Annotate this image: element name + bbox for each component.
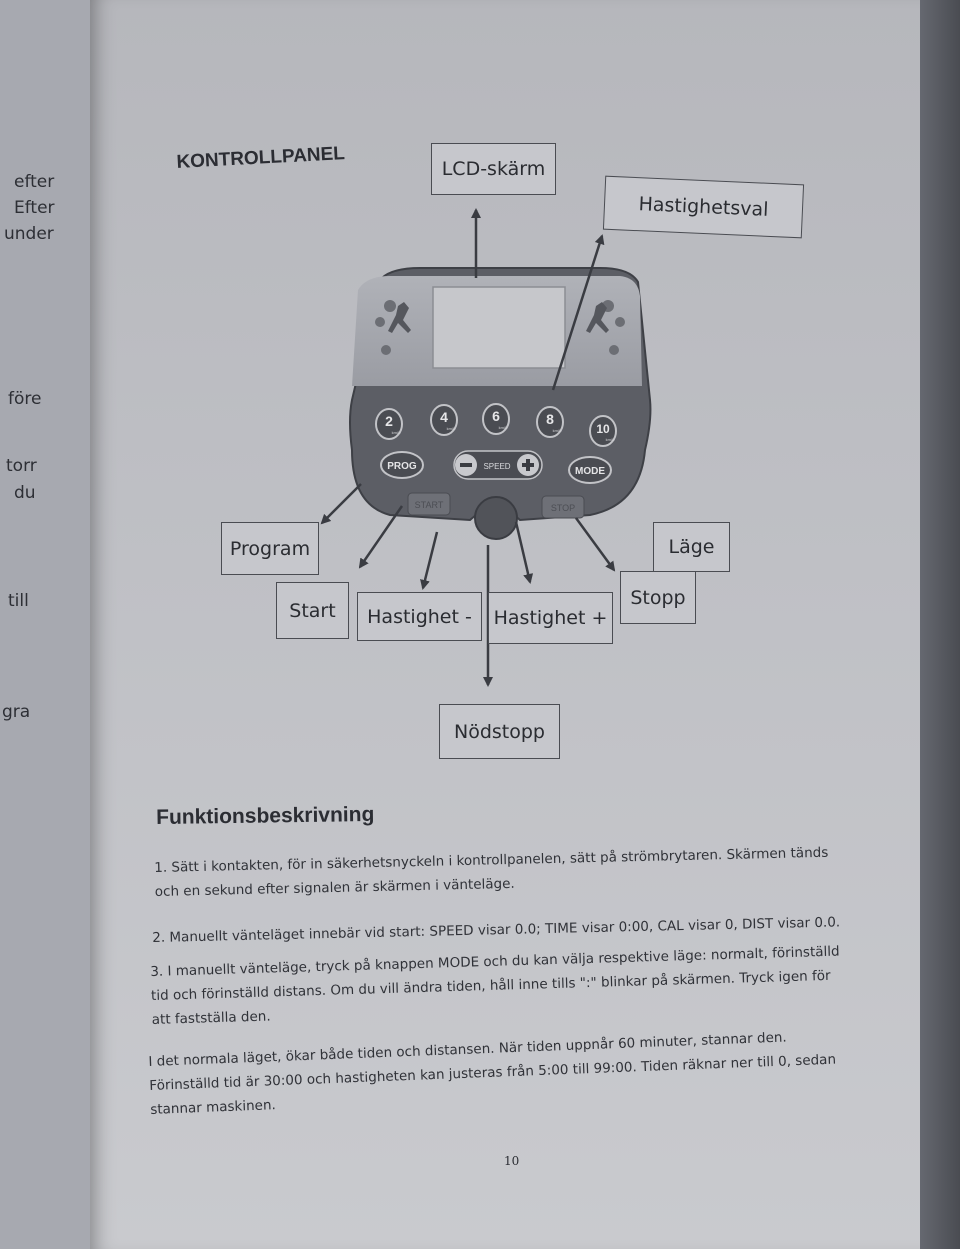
safety-key [474, 496, 518, 540]
speed-preset-label: 2 [385, 413, 393, 429]
callout-arrows [320, 208, 616, 687]
speed-label: SPEED [483, 462, 510, 471]
speed-preset-button [482, 403, 510, 435]
arrow-speed-minus [420, 531, 439, 590]
previous-page-text: gra [2, 702, 31, 722]
speed-preset-label: 6 [492, 408, 500, 424]
start-button [407, 492, 451, 516]
speed-unit-label: km/h [606, 437, 615, 442]
manual-page: KONTROLLPANEL [90, 0, 920, 1249]
runner-icon-right [586, 300, 625, 355]
arrow-stop [574, 517, 616, 572]
speed-preset-button [430, 404, 458, 436]
paragraph-4: I det normala läget, ökar både tiden och… [148, 1029, 837, 1118]
arrow-speed-plus [514, 521, 534, 584]
emergency-stop-label: Nödstopp [439, 704, 560, 759]
speed-unit-label: km/h [392, 430, 401, 435]
prog-button-label: PROG [387, 461, 417, 472]
speed-preset-label: 4 [440, 409, 448, 425]
program-label: Program [221, 522, 319, 575]
arrow-speed-select [551, 234, 605, 391]
stop-button-label: STOP [551, 503, 575, 513]
speed-preset-label: 10 [596, 422, 610, 436]
mode-label: Läge [653, 522, 730, 572]
function-description-heading: Funktionsbeskrivning [156, 802, 375, 829]
speed-preset-label: 8 [546, 411, 554, 427]
speed-unit-label: km/h [553, 428, 562, 433]
speed-preset-button [536, 406, 564, 438]
prog-button [380, 451, 424, 479]
previous-page-text: före [8, 389, 42, 409]
stop-button [541, 495, 585, 519]
speed-preset-button [589, 415, 617, 447]
previous-page-text: torr [6, 456, 37, 476]
previous-page-text: du [14, 483, 36, 503]
previous-page-text: Efter [14, 198, 55, 218]
start-button-label: START [415, 500, 444, 510]
speed-minus-label: Hastighet - [357, 592, 482, 641]
lcd-screen-label: LCD-skärm [431, 143, 556, 195]
paragraph-1: 1. Sätt i kontakten, för in säkerhetsnyc… [154, 844, 829, 900]
stop-label: Stopp [620, 571, 696, 624]
runner-icon-left [375, 300, 411, 355]
arrow-program [320, 483, 362, 525]
speed-plus-label: Hastighet + [488, 592, 613, 644]
arrow-start [358, 505, 404, 569]
mode-button-label: MODE [575, 466, 605, 477]
previous-page-text: under [4, 224, 54, 244]
previous-page-text: efter [14, 172, 55, 192]
speed-unit-label: km/h [447, 426, 456, 431]
mode-button [568, 456, 612, 484]
speed-preset-button [375, 408, 403, 440]
page-number: 10 [504, 1154, 520, 1168]
lcd-screen [432, 286, 566, 369]
previous-page-edge: efter Efter under före torr du till gra [0, 0, 92, 1249]
paragraph-3: 3. I manuellt vänteläge, tryck på knappe… [150, 943, 840, 1028]
start-label: Start [276, 582, 349, 639]
speed-unit-label: km/h [499, 425, 508, 430]
previous-page-text: till [8, 591, 29, 611]
speed-select-label: Hastighetsval [602, 175, 805, 239]
